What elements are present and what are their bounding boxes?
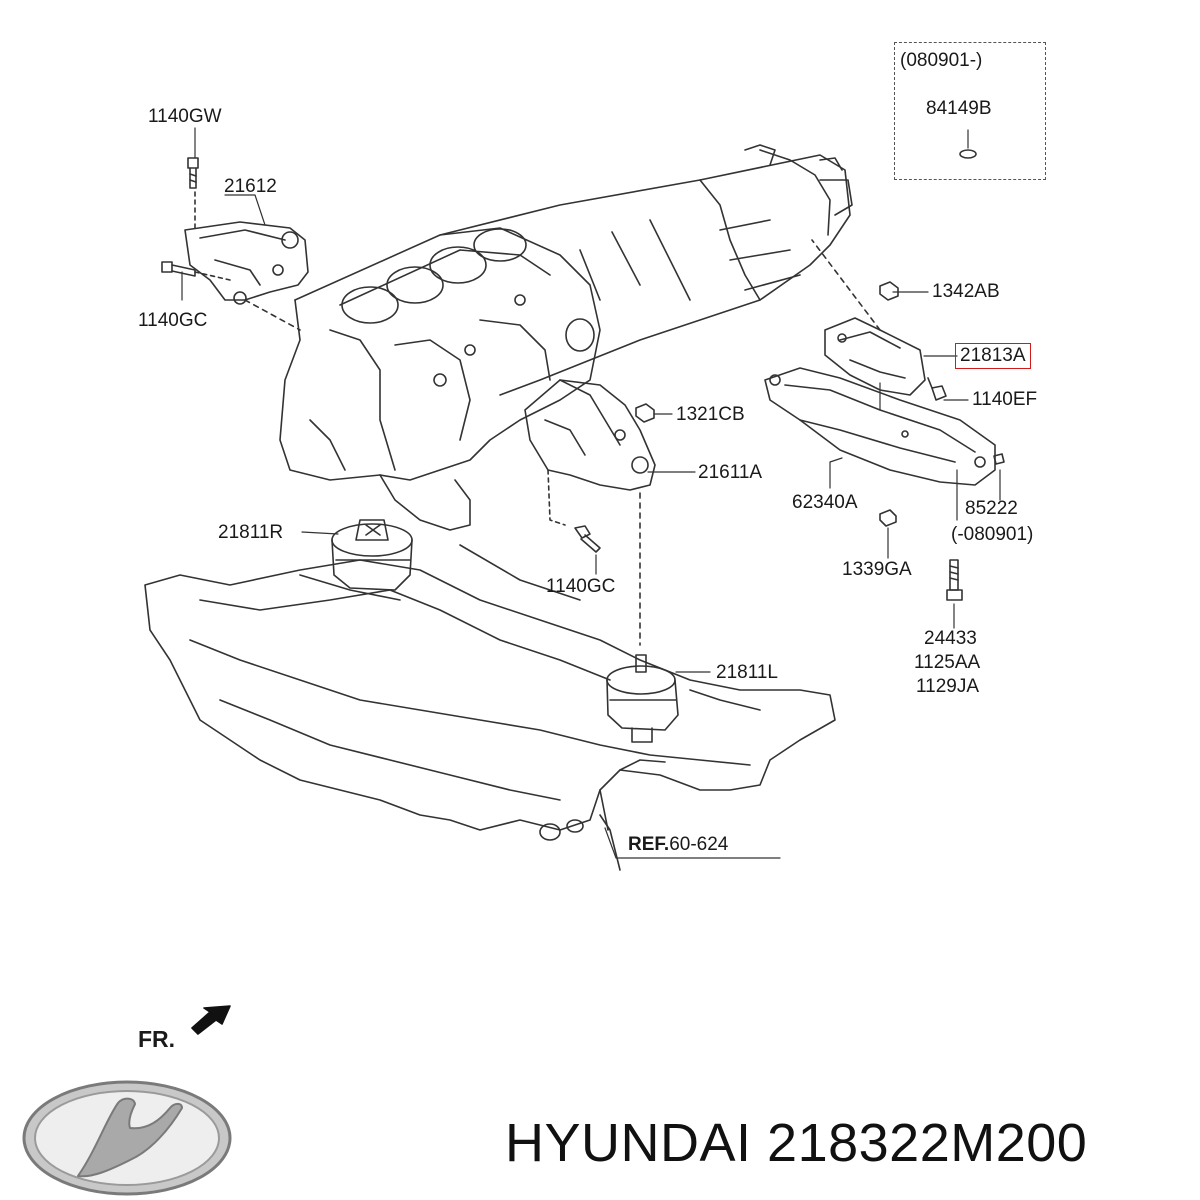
- label-1140GW: 1140GW: [148, 106, 222, 127]
- label-1339GA: 1339GA: [842, 559, 912, 580]
- subframe: [144, 544, 836, 871]
- transmission: [439, 144, 853, 396]
- label-1321CB: 1321CB: [676, 404, 745, 425]
- label-21811L: 21811L: [716, 662, 778, 683]
- label-85222: 85222: [965, 498, 1018, 519]
- label-1140GC-top: 1140GC: [138, 310, 208, 331]
- label-080901-close: (-080901): [951, 524, 1034, 545]
- variant-box: [894, 42, 1046, 180]
- bracket-21612: [184, 191, 309, 331]
- part-caption: HYUNDAI 218322M200: [505, 1112, 1087, 1174]
- ref-label: REF.60-624: [628, 834, 728, 856]
- label-1140GC-mid: 1140GC: [546, 576, 616, 597]
- caption-brand: HYUNDAI: [505, 1113, 752, 1173]
- bolt-1140GW: [187, 157, 199, 189]
- bolt-24433: [946, 559, 963, 601]
- caption-part-number: 218322M200: [767, 1113, 1088, 1173]
- mount-21811R: [331, 519, 413, 591]
- label-1342AB: 1342AB: [932, 281, 1000, 302]
- mount-21811L: [606, 654, 679, 743]
- label-21611A: 21611A: [698, 462, 763, 483]
- label-24433: 24433: [924, 628, 977, 649]
- nut-1339GA: [879, 509, 897, 527]
- nut-1321CB: [635, 403, 655, 423]
- ref-number: 60-624: [669, 834, 729, 855]
- label-080901-open: (080901-): [900, 50, 983, 71]
- ref-prefix: REF.: [628, 834, 670, 855]
- label-21813A: 21813A: [955, 343, 1031, 369]
- engine-block: [279, 227, 601, 531]
- bolt-1140GC-top: [161, 261, 231, 281]
- front-arrow-icon: [191, 1005, 231, 1035]
- bolt-1140EF: [927, 377, 947, 401]
- mount-21813A: [811, 239, 926, 396]
- label-1129JA: 1129JA: [916, 676, 980, 697]
- label-84149B: 84149B: [926, 98, 992, 119]
- leader-lines: [181, 127, 1001, 859]
- hyundai-logo-icon: [22, 1080, 232, 1196]
- nut-1342AB: [879, 281, 899, 301]
- front-label: FR.: [138, 1026, 176, 1052]
- bolt-1140GC-mid: [574, 525, 601, 553]
- label-62340A: 62340A: [792, 492, 858, 513]
- label-21612: 21612: [224, 176, 277, 197]
- label-1140EF: 1140EF: [972, 389, 1038, 410]
- plug-84149B: [959, 149, 977, 159]
- label-1125AA: 1125AA: [914, 652, 981, 673]
- label-21811R: 21811R: [218, 522, 284, 543]
- bolt-85222: [993, 453, 1005, 465]
- bracket-21611A: [524, 379, 656, 646]
